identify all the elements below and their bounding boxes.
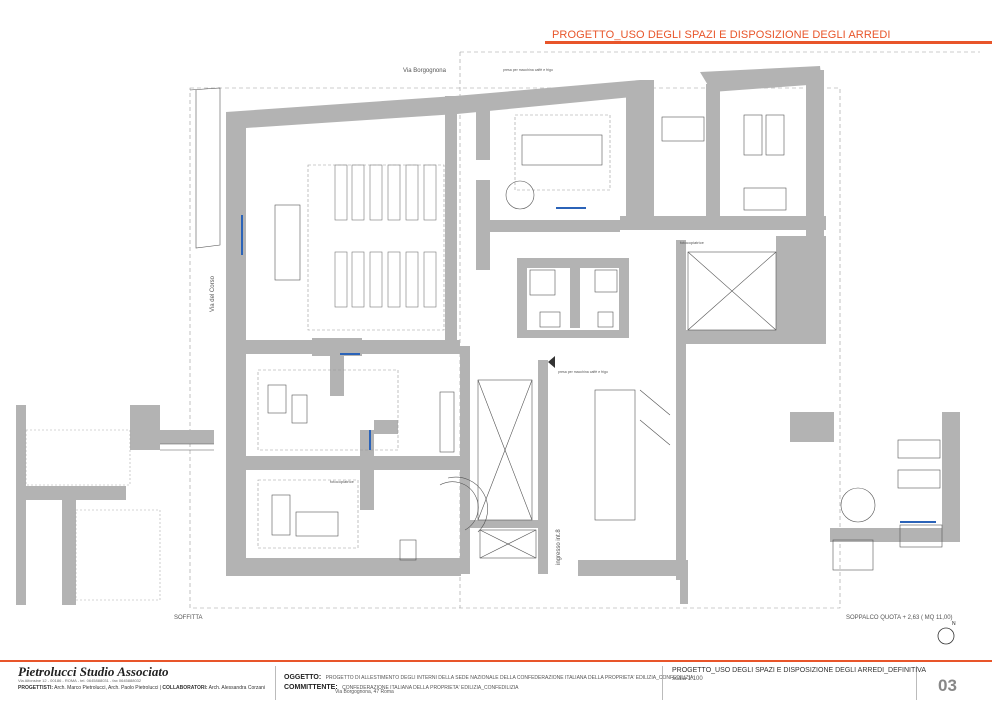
sheet-number: 03 — [938, 676, 957, 695]
sheet-header-title: PROGETTO_USO DEGLI SPAZI E DISPOSIZIONE … — [552, 29, 891, 41]
left-inset-label: SOFFITTA — [174, 615, 203, 621]
collaborators-label: COLLABORATORI: — [162, 685, 208, 691]
header-rule — [545, 41, 992, 44]
entrance-label: ingresso int.8 — [556, 529, 562, 565]
designers: Arch. Marco Pietrolucci, Arch. Paolo Pie… — [54, 685, 159, 691]
street-label-left: Via del Corso — [210, 275, 216, 312]
furniture — [25, 87, 943, 601]
site-address: Via Borgognona, 47 Roma — [335, 689, 394, 695]
north-arrow-icon: N — [937, 621, 956, 645]
note-socket-top: presa per macchina caffè e frigo — [503, 68, 553, 72]
studio-address: Via Alfonsine 12 - 00186 - ROMA - tel. 0… — [18, 678, 142, 683]
walls — [16, 66, 960, 605]
object-line: OGGETTO: PROGETTO DI ALLESTIMENTO DEGLI … — [284, 666, 693, 684]
drawing-scale: scala 1:100 — [672, 676, 703, 682]
designers-line: PROGETTISTI: Arch. Marco Pietrolucci, Ar… — [18, 685, 266, 691]
designers-label: PROGETTISTI: — [18, 685, 53, 691]
copier-label-left: fotocopiatrice — [330, 479, 355, 484]
entrance-marker — [548, 356, 555, 368]
right-inset-label: SOPPALCO QUOTA + 2,63 ( MQ 11,00) — [846, 615, 953, 621]
note-socket-mid: presa per macchina caffè e frigo — [558, 370, 608, 374]
client-line: COMMITTENTE: CONFEDERAZIONE ITALIANA DEL… — [284, 676, 519, 694]
object-text: PROGETTO DI ALLESTIMENTO DEGLI INTERNI D… — [325, 675, 694, 681]
studio-name: Pietrolucci Studio Associato — [18, 664, 169, 679]
street-label-top: Via Borgognona — [403, 68, 447, 74]
svg-text:N: N — [952, 621, 956, 627]
drawing-title: PROGETTO_USO DEGLI SPAZI E DISPOSIZIONE … — [672, 667, 926, 674]
title-block — [0, 660, 992, 704]
object-label: OGGETTO: — [284, 674, 322, 681]
client-label: COMMITTENTE: — [284, 684, 338, 691]
copier-label-top: fotocopiatrice — [680, 240, 705, 245]
client-text: CONFEDERAZIONE ITALIANA DELLA PROPRIETA'… — [342, 685, 519, 691]
glazing-accents — [241, 207, 936, 523]
collaborators: Arch. Alessandra Corzani — [208, 685, 266, 691]
